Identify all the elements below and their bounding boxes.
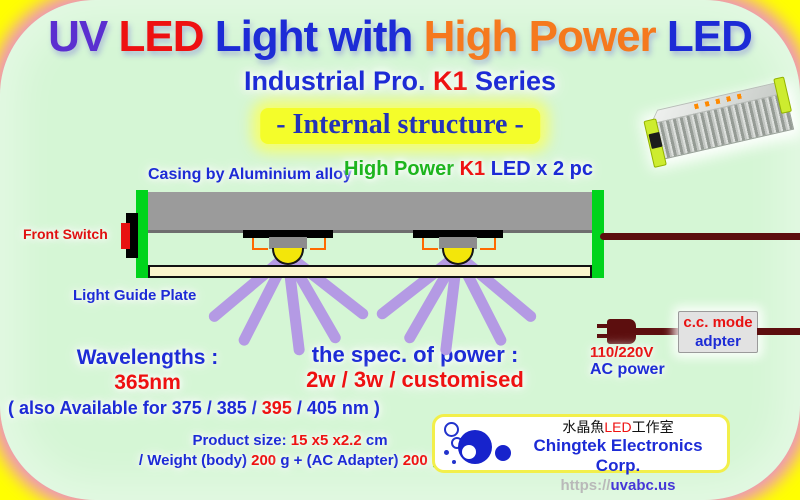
light-guide-label: Light Guide Plate <box>73 287 197 304</box>
studio-name-cjk: 水晶魚LED工作室 <box>513 419 723 436</box>
led-pcb-bar <box>413 230 503 238</box>
weight-adapter: 200 <box>402 452 428 470</box>
led-package <box>439 237 477 249</box>
company-url: https://uvabc.us <box>513 477 723 495</box>
cjk-led: LED <box>604 419 632 435</box>
front-switch-button <box>121 223 130 249</box>
led-package <box>269 237 307 249</box>
led-clip <box>252 238 268 250</box>
title-led-blue: LED <box>666 12 753 61</box>
company-logo-box: 水晶魚LED工作室 Chingtek Electronics Corp. htt… <box>432 414 730 494</box>
bubble-icon <box>444 450 449 455</box>
product-photo <box>643 76 797 168</box>
plug-cord <box>634 328 680 335</box>
ac-plug <box>607 319 636 344</box>
plug-prong <box>597 334 609 338</box>
series-model: K1 <box>432 66 468 96</box>
bubble-icon <box>452 460 456 464</box>
left-end-cap <box>136 190 148 278</box>
also-pre: ( also Available for 375 / 385 / <box>8 398 262 418</box>
front-switch-label: Front Switch <box>23 226 108 242</box>
power-spec-label: the spec. of power : <box>311 342 519 367</box>
weight-body: 200 <box>251 452 277 470</box>
weight-mid: g + (AC Adapter) <box>276 452 403 470</box>
also-available-line: ( also Available for 375 / 385 / 395 / 4… <box>8 398 380 419</box>
cc-mode-adapter: c.c. mode adpter <box>678 311 758 353</box>
light-guide-plate <box>148 265 592 278</box>
size-label: Product size: <box>192 432 291 449</box>
series-subtitle: Industrial Pro. K1 Series <box>0 66 800 97</box>
url-scheme: https:// <box>560 476 611 494</box>
power-cable <box>600 233 800 240</box>
led-clip <box>480 238 496 250</box>
power-spec-block: the spec. of power : 2w / 3w / customise… <box>280 342 550 393</box>
product-photo-body <box>643 76 795 168</box>
title-light-with: Light with <box>214 12 424 61</box>
cjk-post: 工作室 <box>631 419 674 435</box>
adapter-line1: c.c. mode <box>683 314 753 331</box>
voltage-text: 110/220V <box>590 344 654 361</box>
ac-power-text: AC power <box>590 361 665 379</box>
size-value: 15 x5 x2.2 <box>290 432 362 449</box>
logo-text-block: 水晶魚LED工作室 Chingtek Electronics Corp. htt… <box>513 419 723 495</box>
series-suffix: Series <box>467 66 557 96</box>
url-domain: uvabc.us <box>610 476 676 494</box>
led-clip <box>310 238 326 250</box>
internal-structure-banner: - Internal structure - <box>260 108 540 144</box>
bubble-icon <box>495 445 511 461</box>
wavelengths-value: 365nm <box>114 371 181 395</box>
adapter-line2: adpter <box>695 332 741 350</box>
page-title: UV LED Light with High Power LED <box>0 12 800 62</box>
title-high-power: High Power <box>423 12 667 61</box>
size-unit: cm <box>361 432 388 449</box>
wavelengths-block: Wavelengths : 365nm <box>35 345 260 395</box>
adapter-output-cord <box>757 328 800 335</box>
aluminium-casing <box>148 192 592 233</box>
wavelengths-label: Wavelengths : <box>76 346 219 369</box>
led-label-highpower: High Power <box>344 158 460 180</box>
led-label-count: LED x 2 pc <box>485 158 593 180</box>
led-clip <box>422 238 438 250</box>
title-led-red: LED <box>118 12 215 61</box>
company-name: Chingtek Electronics Corp. <box>533 435 703 476</box>
cjk-pre: 水晶魚 <box>562 419 605 435</box>
power-spec-value: 2w / 3w / customised <box>306 367 524 393</box>
also-post: / 405 nm ) <box>291 398 380 418</box>
bubble-icon <box>444 422 459 437</box>
product-size-line: Product size: 15 x5 x2.2 cm <box>70 431 510 451</box>
led-pcb-bar <box>243 230 333 238</box>
casing-label: Casing by Aluminium alloy <box>148 166 352 183</box>
also-395: 395 <box>261 398 292 418</box>
led-count-label: High Power K1 LED x 2 pc <box>344 158 593 181</box>
ac-power-label: 110/220V AC power <box>590 344 665 380</box>
plug-prong <box>597 324 609 328</box>
fish-eye-icon <box>462 445 476 459</box>
title-uv: UV <box>48 12 119 61</box>
weight-pre: / Weight (body) <box>138 452 252 470</box>
series-prefix: Industrial Pro. <box>243 66 433 96</box>
right-end-cap <box>592 190 604 278</box>
led-label-k1: K1 <box>459 158 486 180</box>
